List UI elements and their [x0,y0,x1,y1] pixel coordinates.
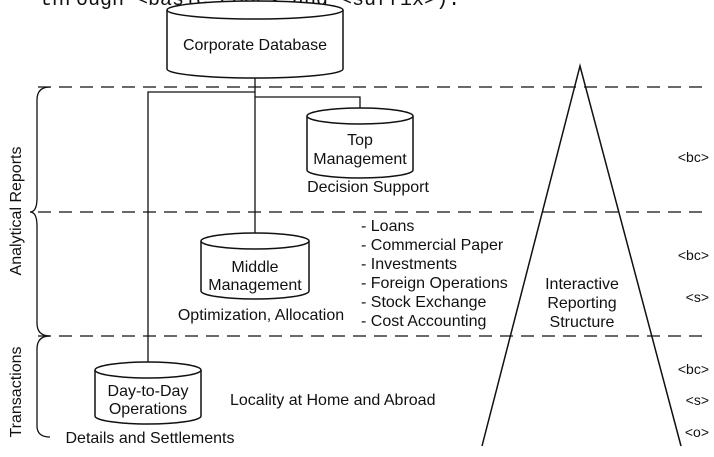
middle-management-line2: Management [208,277,302,294]
tag-mid-s: <s> [686,289,709,305]
middle-management-line1: Middle [231,259,278,276]
activity-item: - Stock Exchange [361,294,487,311]
pyramid-label-line1: Interactive [545,276,619,293]
tag-mid-bc: <bc> [678,247,709,263]
reporting-pyramid [481,63,682,447]
activity-item: - Cost Accounting [361,313,486,330]
connector-to-top [255,96,361,112]
middle-management-node: Middle Management [200,232,310,300]
tag-bot-s: <s> [686,392,709,408]
activity-item: - Foreign Operations [361,275,508,292]
connector-to-operations [147,91,255,366]
corporate-database: Corporate Database [166,0,344,79]
analytical-bracket [29,86,51,337]
top-management-line2: Management [313,151,407,168]
activity-item: - Loans [361,218,414,235]
operations-line1: Day-to-Day [108,383,189,400]
decision-support-caption: Decision Support [307,179,429,196]
top-management-node: Top Management [306,107,414,179]
transactions-bracket [36,335,51,438]
pyramid-label-line2: Reporting [547,295,616,312]
analytical-reports-label: Analytical Reports [8,147,25,276]
top-management-line1: Top [347,132,373,149]
activity-list: - Loans - Commercial Paper - Investments… [361,218,508,330]
tag-bot-bc: <bc> [678,361,709,377]
pyramid-label-line3: Structure [550,314,615,331]
locality-label: Locality at Home and Abroad [230,392,435,409]
activity-item: - Commercial Paper [361,237,504,254]
transactions-label: Transactions [8,347,25,438]
operations-node: Day-to-Day Operations [94,361,202,425]
tag-bot-o: <o> [685,424,709,440]
optimization-caption: Optimization, Allocation [178,307,344,324]
corporate-database-label: Corporate Database [183,37,327,54]
tag-top-bc: <bc> [678,149,709,165]
operations-line2: Operations [109,401,187,418]
activity-item: - Investments [361,256,457,273]
details-caption: Details and Settlements [66,430,235,447]
